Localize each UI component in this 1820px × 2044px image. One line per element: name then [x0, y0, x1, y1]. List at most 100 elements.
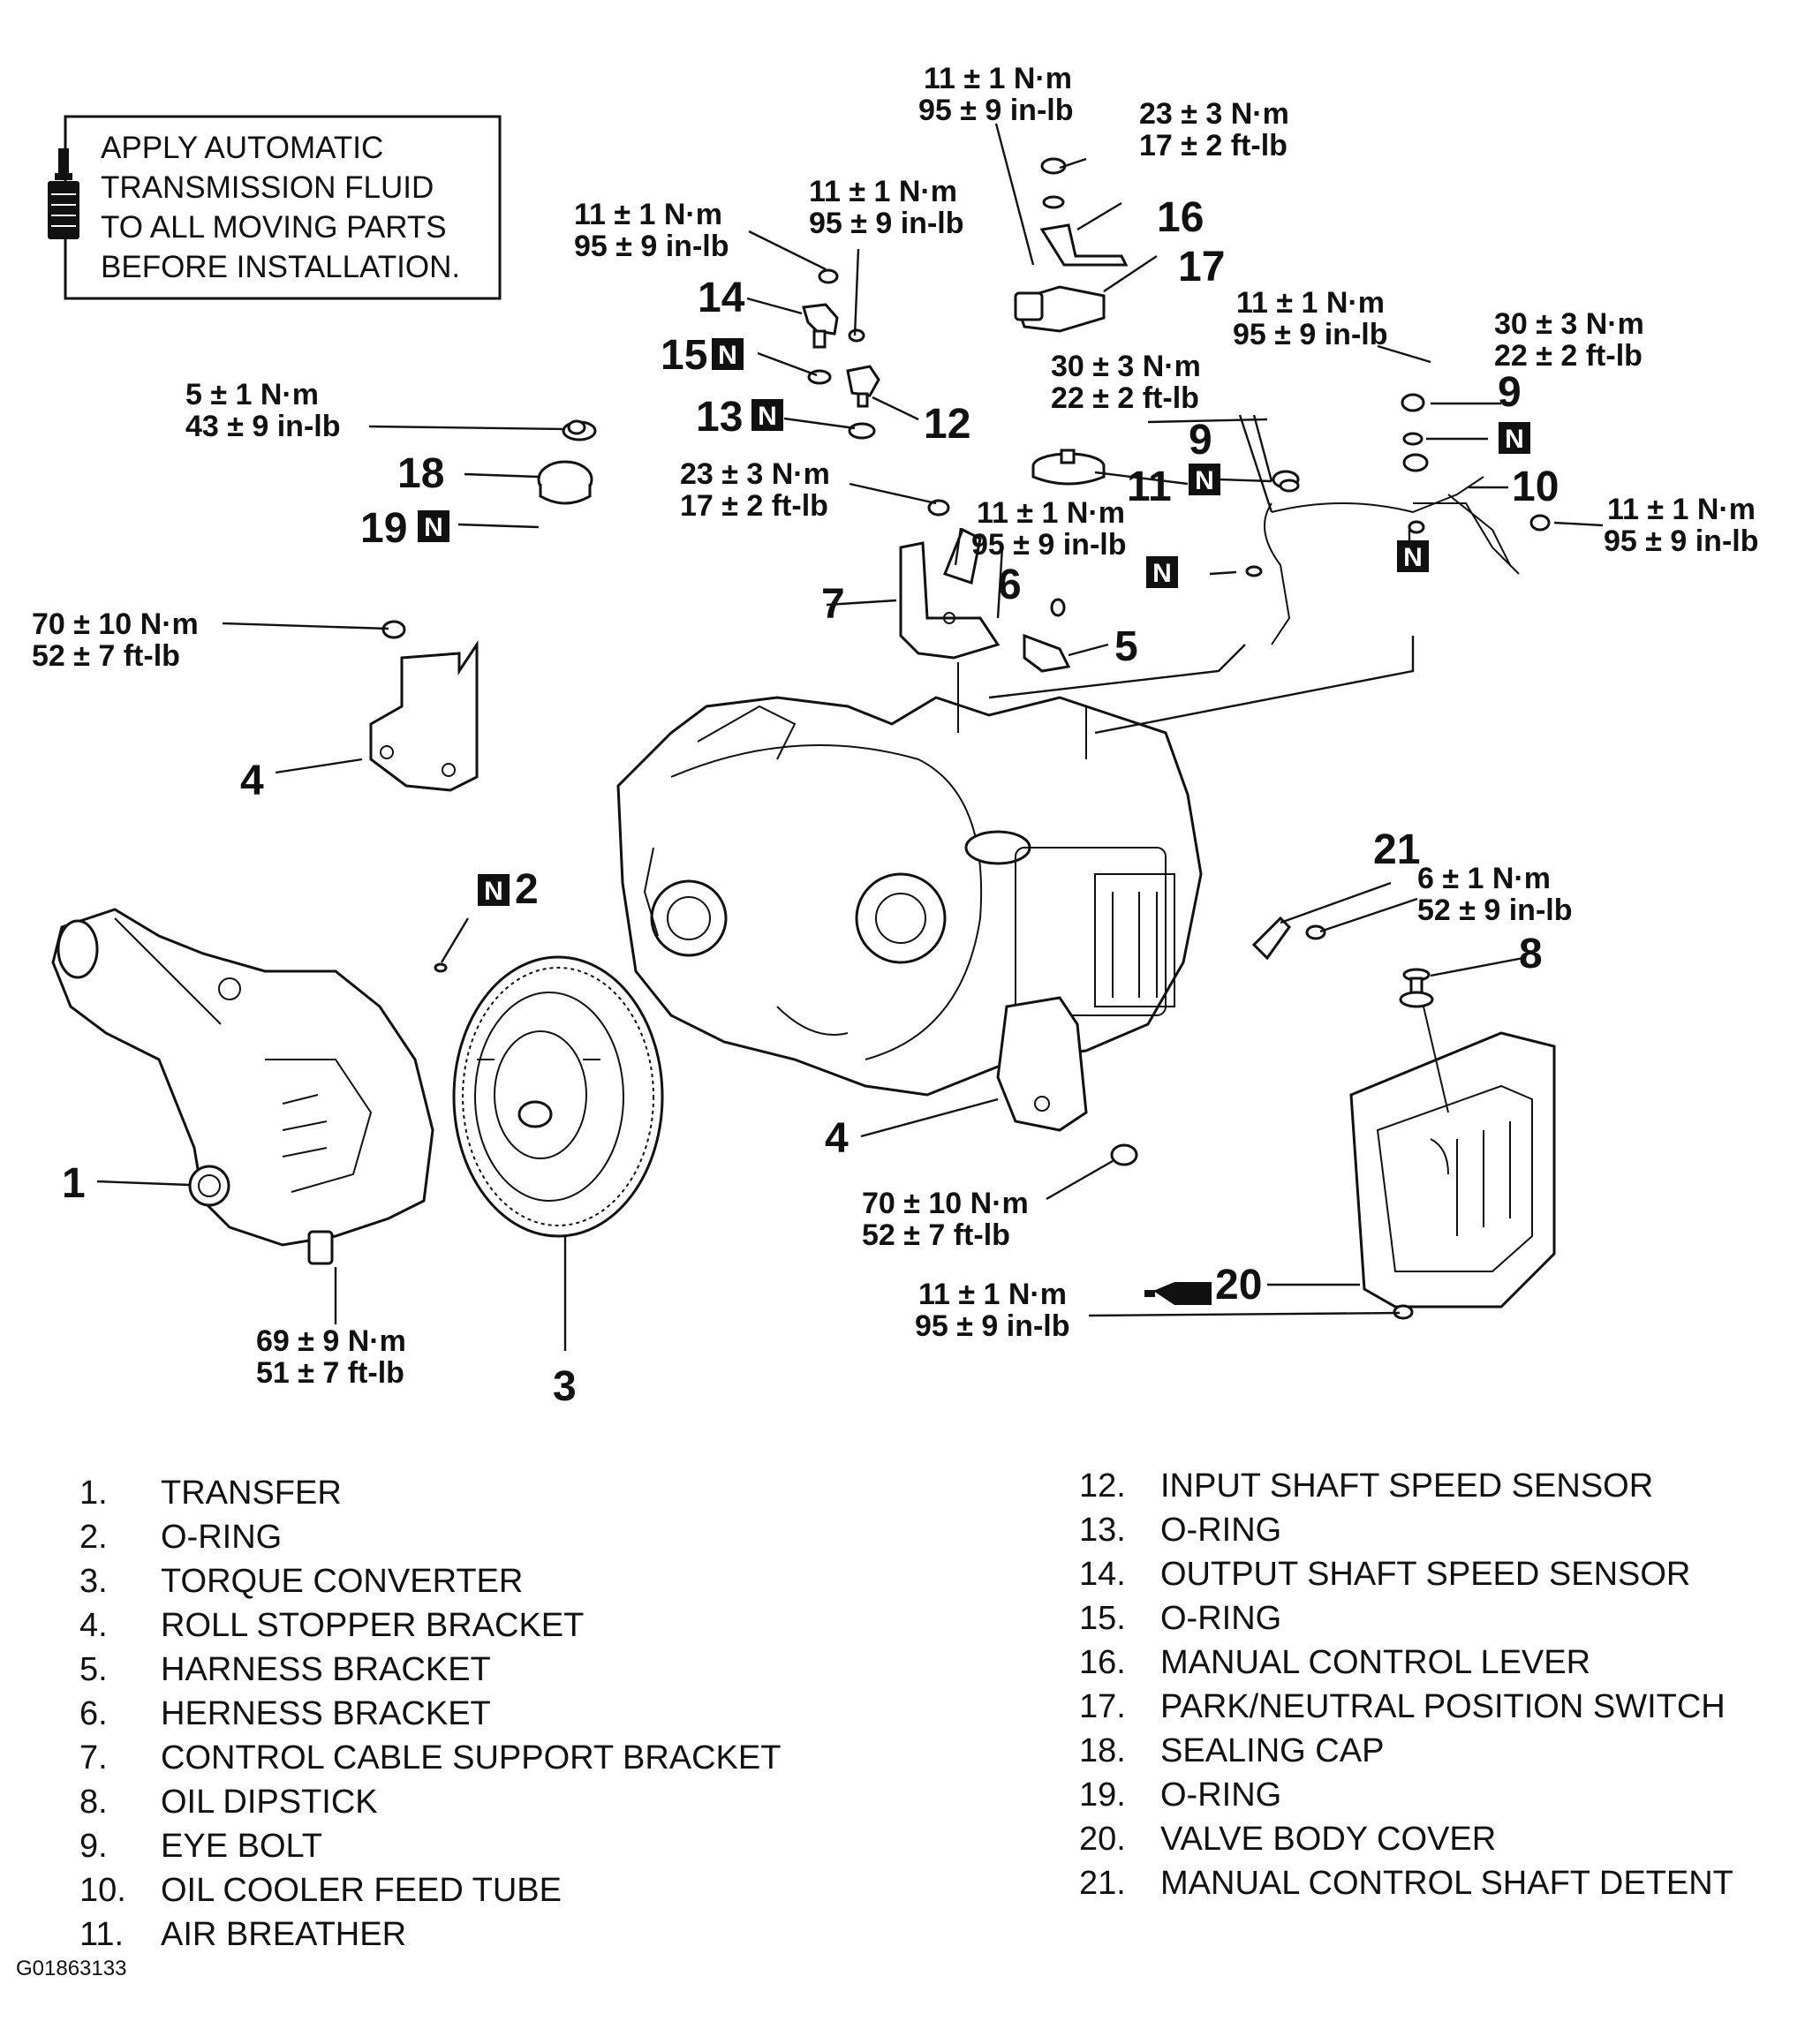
- callout-20: 20: [1215, 1262, 1262, 1309]
- legend-item: 3. TORQUE CONVERTER: [79, 1563, 927, 1607]
- torque-spec-top-2: 23 ± 3 N·m 17 ± 2 ft-lb: [1139, 97, 1289, 162]
- svg-text:70 ± 10 N·m: 70 ± 10 N·m: [862, 1187, 1029, 1220]
- svg-text:17 ± 2 ft-lb: 17 ± 2 ft-lb: [680, 489, 828, 523]
- figure-id: G01863133: [16, 1957, 127, 1980]
- transmission-case-drawing: [616, 662, 1203, 1132]
- callout-5: 5: [1114, 623, 1138, 670]
- svg-text:52 ± 9 in-lb: 52 ± 9 in-lb: [1417, 894, 1572, 927]
- legend-item: 18. SEALING CAP: [1079, 1732, 1812, 1776]
- svg-text:43 ± 9 in-lb: 43 ± 9 in-lb: [185, 410, 340, 443]
- legend-item-number: 10.: [79, 1872, 126, 1909]
- legend-item: 7.CONTROL CABLE SUPPORT BRACKET: [79, 1739, 927, 1784]
- torque-converter-drawing: [452, 955, 664, 1238]
- svg-text:11 ± 1 N·m: 11 ± 1 N·m: [924, 62, 1072, 95]
- callout-13: 13: [696, 394, 743, 441]
- torque-spec-top-1: 11 ± 1 N·m 95 ± 9 in-lb: [918, 62, 1073, 127]
- torque-spec-1: 69 ± 9 N·m 51 ± 7 ft-lb: [256, 1324, 406, 1390]
- svg-text:22 ± 2 ft-lb: 22 ± 2 ft-lb: [1051, 381, 1199, 415]
- legend-item-number: 13.: [1079, 1512, 1126, 1549]
- sealing-cap-drawing: [537, 460, 593, 505]
- torque-spec-9-left: 30 ± 3 N·m 22 ± 2 ft-lb: [1051, 350, 1201, 415]
- legend-item: 2.O-RING: [79, 1519, 927, 1563]
- legend-item-label: O-RING: [1160, 1600, 1282, 1637]
- callout-11: 11: [1127, 464, 1172, 510]
- legend-item: 14. OUTPUT SHAFT SPEED SENSOR: [1079, 1556, 1812, 1600]
- svg-text:22 ± 2 ft-lb: 22 ± 2 ft-lb: [1494, 339, 1643, 373]
- legend-item-number: 14.: [1079, 1556, 1126, 1593]
- legend-item-label: OUTPUT SHAFT SPEED SENSOR: [1160, 1556, 1691, 1593]
- callout-19: 19: [360, 505, 407, 552]
- torque-spec-18: 5 ± 1 N·m 43 ± 9 in-lb: [185, 378, 340, 443]
- n-badge-tube-right: N: [1397, 540, 1429, 572]
- fluid-bottle-icon: [48, 148, 79, 239]
- legend-item-label: TRANSFER: [161, 1475, 342, 1512]
- svg-text:52 ± 7 ft-lb: 52 ± 7 ft-lb: [862, 1218, 1010, 1252]
- legend-item: 6. HERNESS BRACKET: [79, 1695, 927, 1739]
- legend-item-number: 17.: [1079, 1688, 1126, 1725]
- torque-spec-12: 11 ± 1 N·m 95 ± 9 in-lb: [809, 175, 963, 240]
- legend-item-label: O-RING: [1160, 1776, 1282, 1814]
- torque-spec-14: 11 ± 1 N·m 95 ± 9 in-lb: [574, 198, 729, 263]
- legend-item-label: INPUT SHAFT SPEED SENSOR: [1160, 1467, 1654, 1505]
- callout-2: 2: [515, 866, 539, 913]
- svg-text:N: N: [1505, 425, 1524, 454]
- svg-text:N: N: [484, 877, 503, 906]
- legend-item-label: AIR BREATHER: [161, 1916, 407, 1953]
- legend-item-number: 5.: [79, 1651, 108, 1688]
- valve-body-cover-drawing: [1349, 1031, 1556, 1309]
- svg-text:N: N: [758, 402, 777, 431]
- svg-text:95 ± 9 in-lb: 95 ± 9 in-lb: [1604, 524, 1758, 558]
- legend-item-number: 8.: [79, 1784, 108, 1821]
- callout-8: 8: [1519, 931, 1543, 977]
- torque-spec-21: 6 ± 1 N·m 52 ± 9 in-lb: [1417, 862, 1572, 927]
- legend-item-label: HERNESS BRACKET: [161, 1695, 491, 1732]
- svg-text:11 ± 1 N·m: 11 ± 1 N·m: [918, 1278, 1067, 1311]
- legend-item-label: SEALING CAP: [1160, 1732, 1385, 1769]
- legend-item-label: TORQUE CONVERTER: [161, 1563, 524, 1600]
- callout-14: 14: [698, 275, 745, 321]
- legend-item: 13.O-RING: [1079, 1512, 1812, 1556]
- legend-item: 11. AIR BREATHER: [79, 1916, 927, 1960]
- callout-18: 18: [397, 450, 444, 497]
- svg-text:30 ± 3 N·m: 30 ± 3 N·m: [1494, 307, 1644, 341]
- manual-control-shaft-detent-drawing: [1251, 916, 1291, 961]
- manual-control-lever-drawing: [1039, 157, 1129, 267]
- svg-text:95 ± 9 in-lb: 95 ± 9 in-lb: [971, 528, 1126, 562]
- svg-text:51 ± 7 ft-lb: 51 ± 7 ft-lb: [256, 1356, 404, 1390]
- roll-stopper-bracket-top-drawing: [369, 640, 479, 792]
- legend-item: 16.MANUAL CONTROL LEVER: [1079, 1644, 1812, 1688]
- torque-spec-4-bottom: 70 ± 10 N·m 52 ± 7 ft-lb: [862, 1187, 1029, 1252]
- legend-item-label: O-RING: [161, 1519, 283, 1556]
- legend-item: 20.VALVE BODY COVER: [1079, 1821, 1812, 1865]
- svg-text:30 ± 3 N·m: 30 ± 3 N·m: [1051, 350, 1201, 383]
- legend-item-label: OIL COOLER FEED TUBE: [161, 1872, 562, 1909]
- svg-text:N: N: [1152, 559, 1172, 588]
- svg-text:N: N: [424, 513, 443, 542]
- svg-text:23 ± 3 N·m: 23 ± 3 N·m: [1139, 97, 1289, 131]
- oil-cooler-feed-tube-drawing: [1264, 453, 1520, 645]
- svg-text:95 ± 9 in-lb: 95 ± 9 in-lb: [809, 207, 963, 240]
- legend-item: 4.ROLL STOPPER BRACKET: [79, 1607, 927, 1651]
- legend-item-number: 11.: [79, 1916, 125, 1953]
- legend-item-number: 20.: [1079, 1821, 1126, 1858]
- svg-text:11 ± 1 N·m: 11 ± 1 N·m: [574, 198, 722, 231]
- note-box: APPLY AUTOMATIC TRANSMISSION FLUID TO AL…: [48, 115, 502, 300]
- svg-text:70 ± 10 N·m: 70 ± 10 N·m: [32, 607, 199, 641]
- output-shaft-speed-sensor-drawing: [802, 303, 839, 349]
- svg-text:95 ± 9 in-lb: 95 ± 9 in-lb: [574, 230, 729, 263]
- legend-item-number: 7.: [79, 1739, 108, 1776]
- legend-item-number: 3.: [79, 1563, 108, 1600]
- callout-7: 7: [821, 581, 845, 628]
- legend-item-number: 19.: [1079, 1776, 1126, 1814]
- legend-item-number: 18.: [1079, 1732, 1126, 1769]
- callout-12: 12: [924, 401, 970, 448]
- callout-4-top: 4: [240, 758, 264, 804]
- legend-item-number: 6.: [79, 1695, 108, 1732]
- callout-21: 21: [1373, 826, 1420, 873]
- legend-item: 21.MANUAL CONTROL SHAFT DETENT: [1079, 1865, 1812, 1909]
- park-neutral-switch-drawing: [1014, 285, 1106, 333]
- torque-spec-9-right: 30 ± 3 N·m 22 ± 2 ft-lb: [1494, 307, 1644, 373]
- svg-text:17 ± 2 ft-lb: 17 ± 2 ft-lb: [1139, 129, 1288, 162]
